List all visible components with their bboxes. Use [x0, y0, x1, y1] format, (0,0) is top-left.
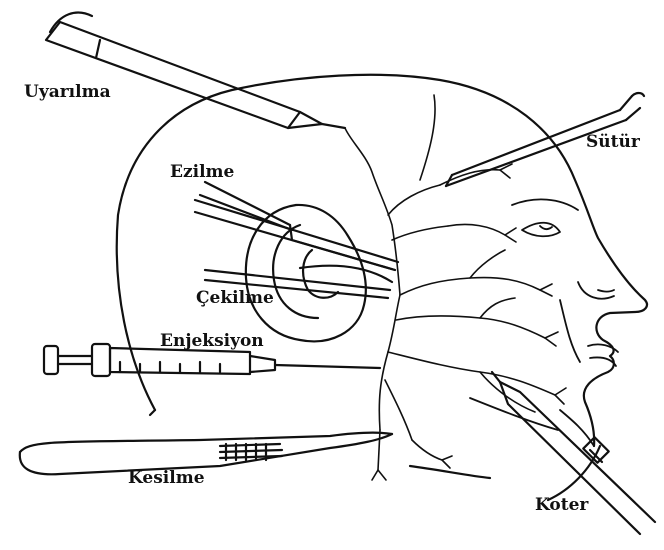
label-cekilme: Çekilme	[196, 290, 274, 307]
ear	[246, 205, 366, 341]
label-enjeksiyon: Enjeksiyon	[160, 333, 264, 350]
label-koter: Koter	[535, 497, 588, 514]
label-sutur: Sütür	[586, 134, 640, 151]
label-kesilme: Kesilme	[128, 470, 205, 487]
label-ezilme: Ezilme	[170, 164, 234, 181]
label-uyarilma: Uyarılma	[24, 84, 111, 101]
stimulator-probe	[46, 13, 345, 128]
scalpel	[20, 433, 392, 475]
facial-features	[470, 199, 618, 446]
